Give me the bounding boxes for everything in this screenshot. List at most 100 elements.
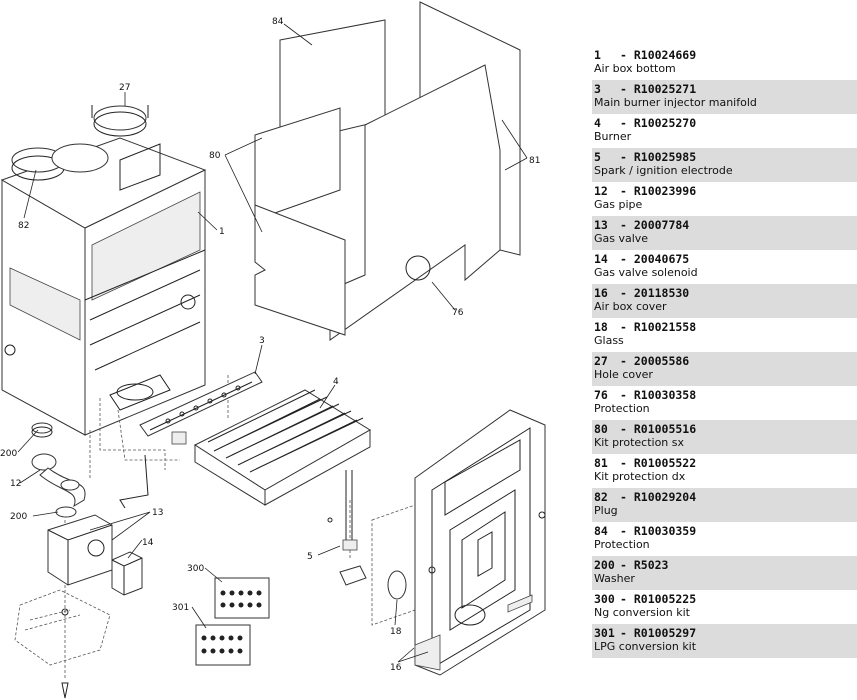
part-description: Kit protection dx: [594, 470, 686, 483]
part-number: 300: [594, 592, 615, 606]
part-number-line: 300 - R01005225: [594, 592, 696, 606]
part-description: Air box cover: [594, 300, 667, 313]
callout-4: 4: [333, 377, 339, 387]
part-code: - R10030358: [620, 388, 697, 402]
part-description: Burner: [594, 130, 632, 143]
part-number: 12: [594, 184, 608, 198]
part-number: 76: [594, 388, 608, 402]
part-code: - R5023: [620, 558, 669, 572]
ignition-electrode-5: [327, 470, 367, 586]
callout-80: 80: [209, 151, 221, 161]
part-number: 80: [594, 422, 608, 436]
part-number: 5: [594, 150, 601, 164]
part-number-line: 81 - R01005522: [594, 456, 696, 470]
callout-labels: 84 80 81 76 27 82 1 3 4 200 12 200 13 14…: [0, 17, 540, 673]
leader-lines: [17, 23, 528, 663]
part-number-line: 5- R10025985: [594, 150, 696, 164]
gas-pipe-12: [31, 453, 86, 508]
part-description: Kit protection sx: [594, 436, 685, 449]
part-number-line: 301 - R01005297: [594, 626, 696, 640]
burner-4: [193, 389, 371, 506]
callout-13: 13: [152, 508, 163, 518]
callout-76: 76: [452, 308, 464, 318]
air-box-bottom-1: [0, 137, 207, 436]
callout-84: 84: [272, 17, 284, 27]
part-description: Air box bottom: [594, 62, 676, 75]
part-number: 14: [594, 252, 608, 266]
washer-200-bottom: [55, 506, 77, 518]
part-description: Protection: [594, 538, 650, 551]
air-box-cover-16: [371, 409, 546, 676]
callout-14: 14: [142, 538, 154, 548]
part-number: 16: [594, 286, 608, 300]
part-description: Gas valve solenoid: [594, 266, 698, 279]
glass-18: [387, 570, 407, 600]
part-number-line: 16- 20118530: [594, 286, 689, 300]
part-number-line: 82- R10029204: [594, 490, 696, 504]
callout-27: 27: [119, 83, 130, 93]
part-number-line: 4 - R10025270: [594, 116, 696, 130]
callout-200-top: 200: [0, 449, 17, 459]
part-number: 200: [594, 558, 615, 572]
callout-1: 1: [219, 227, 225, 237]
part-description: Washer: [594, 572, 635, 585]
part-code: - R10023996: [620, 184, 697, 198]
part-number: 301: [594, 626, 615, 640]
part-description: Plug: [594, 504, 618, 517]
part-code: - R10030359: [620, 524, 697, 538]
part-code: - R10025271: [620, 82, 697, 96]
callout-81: 81: [529, 156, 540, 166]
part-code: - R10024669: [620, 48, 697, 62]
protection-panel-81: [329, 1, 521, 341]
part-description: Protection: [594, 402, 650, 415]
callout-300: 300: [187, 564, 204, 574]
part-description: Hole cover: [594, 368, 653, 381]
callout-16: 16: [390, 663, 402, 673]
callout-200-bottom: 200: [10, 512, 27, 522]
part-description: LPG conversion kit: [594, 640, 697, 653]
part-description: Ng conversion kit: [594, 606, 690, 619]
protection-panel-80: [254, 107, 346, 336]
part-code: - R10025270: [620, 116, 697, 130]
part-number-line: 18- R10021558: [594, 320, 696, 334]
gas-valve-solenoid-14: [111, 551, 143, 596]
injector-manifold-3: [119, 371, 263, 509]
exploded-view-drawing: 84 80 81 76 27 82 1 3 4 200 12 200 13 14…: [0, 1, 546, 699]
part-number: 4: [594, 116, 601, 130]
part-number-line: 76 - R10030358: [594, 388, 696, 402]
part-code: - 20005586: [620, 354, 690, 368]
part-number: 81: [594, 456, 608, 470]
part-number-line: 1- R10024669: [594, 48, 696, 62]
part-description: Gas pipe: [594, 198, 643, 211]
part-description: Glass: [594, 334, 624, 347]
part-description: Spark / ignition electrode: [594, 164, 733, 177]
part-code: - R10029204: [620, 490, 697, 504]
part-code: - R01005522: [620, 456, 697, 470]
lpg-conversion-kit-301: [195, 624, 251, 666]
part-number-line: 13- 20007784: [594, 218, 689, 232]
part-code: - R10021558: [620, 320, 697, 334]
part-number-line: 84 - R10030359: [594, 524, 696, 538]
part-code: - R01005297: [620, 626, 697, 640]
valve-mounting-plate: [14, 589, 111, 699]
part-number-line: 200 - R5023: [594, 558, 668, 572]
part-code: - 20040675: [620, 252, 690, 266]
washer-200-top: [31, 422, 53, 438]
hole-cover-27: [91, 105, 149, 137]
part-number: 84: [594, 524, 608, 538]
callout-301: 301: [172, 603, 189, 613]
part-number-line: 27- 20005586: [594, 354, 689, 368]
part-number-line: 12 - R10023996: [594, 184, 696, 198]
part-code: - R01005225: [620, 592, 697, 606]
callout-18: 18: [390, 627, 402, 637]
